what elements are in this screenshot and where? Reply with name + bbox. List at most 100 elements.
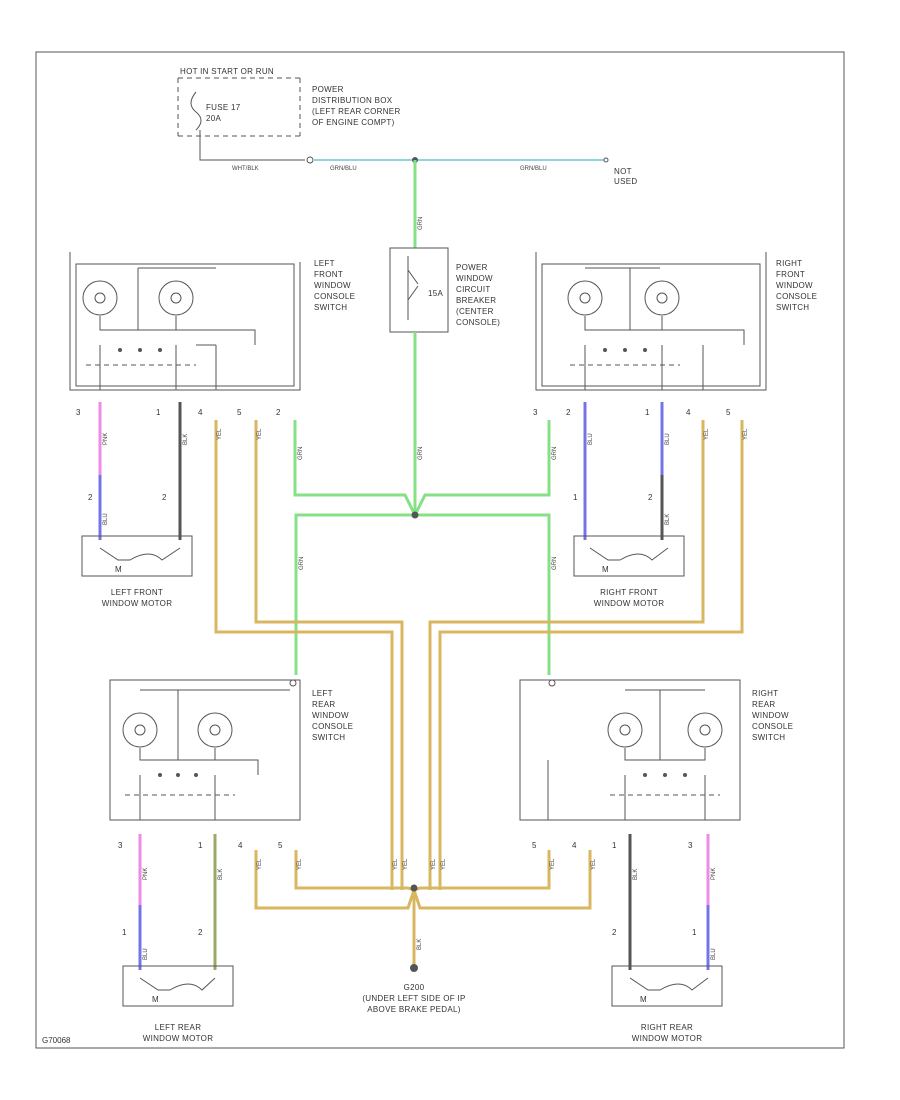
lf-pin-2: 2 xyxy=(276,408,281,417)
lf-pin-4: 4 xyxy=(198,408,203,417)
breaker-label-6: CONSOLE) xyxy=(456,318,500,327)
lf-pink-wire-label: PNK xyxy=(103,433,109,445)
rf-pin3-wire-label: GRN xyxy=(552,447,558,460)
lf-motor-pin-b: 2 xyxy=(162,493,167,502)
feed-wire-label-1: WHT/BLK xyxy=(232,166,259,172)
rr-motor-pin-a: 2 xyxy=(612,928,617,937)
rr-motor-label-2: WINDOW MOTOR xyxy=(632,1034,703,1043)
rf-switch-label-1: RIGHT xyxy=(776,259,802,268)
rf-switch-label-2: FRONT xyxy=(776,270,805,279)
lr-switch-label-5: SWITCH xyxy=(312,733,345,742)
rf-motor-label-2: WINDOW MOTOR xyxy=(594,599,665,608)
lf-motor-tag: M xyxy=(115,565,122,574)
rr-switch-label-3: WINDOW xyxy=(752,711,789,720)
breaker-label-2: WINDOW xyxy=(456,274,493,283)
rr-motor-pin-b: 1 xyxy=(692,928,697,937)
ground-label-2: (UNDER LEFT SIDE OF IP xyxy=(362,994,465,1003)
lr-switch-label-2: REAR xyxy=(312,700,335,709)
ground-label-3: ABOVE BRAKE PEDAL) xyxy=(367,1005,460,1014)
rf-pin-1: 1 xyxy=(645,408,650,417)
rf-motor-pin-a: 1 xyxy=(573,493,578,502)
bus-wire-label-1: YEL xyxy=(393,858,399,870)
rf-window-motor: M RIGHT FRONT WINDOW MOTOR xyxy=(573,535,685,608)
rf-pin4-wire-label: YEL xyxy=(704,428,710,440)
rf-switch-label-5: SWITCH xyxy=(776,303,809,312)
lr-motor-label-1: LEFT REAR xyxy=(155,1023,202,1032)
breaker-label-3: CIRCUIT xyxy=(456,285,491,294)
lr-motor-pin-b: 2 xyxy=(198,928,203,937)
lf-blue-wire-label: BLU xyxy=(103,513,109,525)
rf-motor-label-1: RIGHT FRONT xyxy=(600,588,658,597)
lr-pink-wire-label: PNK xyxy=(143,868,149,880)
pdb-label-1: POWER xyxy=(312,85,344,94)
rr-pink-wire-label: PNK xyxy=(711,868,717,880)
breaker-feed-wire-label: GRN xyxy=(418,217,424,230)
feed-wire: WHT/BLK GRN/BLU GRN/BLU NOT USED xyxy=(199,130,637,186)
bus-wire-label-4: YEL xyxy=(441,858,447,870)
rr-pin-1: 1 xyxy=(612,841,617,850)
rf-motor-tag: M xyxy=(602,565,609,574)
lf-switch-label-4: CONSOLE xyxy=(314,292,355,301)
fuse-hot-label: HOT IN START OR RUN xyxy=(180,67,274,76)
breaker-out-wire-label: GRN xyxy=(418,447,424,460)
lr-pin-3: 3 xyxy=(118,841,123,850)
rr-switch-label-1: RIGHT xyxy=(752,689,778,698)
rf-pin5-wire-label: YEL xyxy=(743,428,749,440)
lf-switch-label-3: WINDOW xyxy=(314,281,351,290)
lf-pin5-wire-label: YEL xyxy=(257,428,263,440)
rr-pin-5: 5 xyxy=(532,841,537,850)
lf-pin2-wire-label: GRN xyxy=(298,447,304,460)
lf-switch-label-1: LEFT xyxy=(314,259,335,268)
rr-switch-label-4: CONSOLE xyxy=(752,722,793,731)
lr-motor-tag: M xyxy=(152,995,159,1004)
rr-window-motor: M RIGHT REAR WINDOW MOTOR xyxy=(611,965,723,1043)
pdb-label-4: OF ENGINE COMPT) xyxy=(312,118,395,127)
rf-motor-pin-b: 2 xyxy=(648,493,653,502)
yellow-wires xyxy=(214,420,744,968)
lr-motor-pin-a: 1 xyxy=(122,928,127,937)
rf-console-switch: RIGHT FRONT WINDOW CONSOLE SWITCH 2 1 4 … xyxy=(533,252,817,417)
rr-motor-tag: M xyxy=(640,995,647,1004)
feed-wire-label-2: GRN/BLU xyxy=(330,166,357,172)
rr-switch-label-2: REAR xyxy=(752,700,775,709)
breaker-rating: 15A xyxy=(428,289,443,298)
lr-switch-label-4: CONSOLE xyxy=(312,722,353,731)
rr-switch-label-5: SWITCH xyxy=(752,733,785,742)
not-used-label-1: NOT xyxy=(614,167,632,176)
lf-pin-3: 3 xyxy=(76,408,81,417)
lf-console-switch: LEFT FRONT WINDOW CONSOLE SWITCH 3 1 4 5… xyxy=(69,252,355,417)
pdb-label-2: DISTRIBUTION BOX xyxy=(312,96,393,105)
lf-black-wire-label: BLK xyxy=(183,434,189,445)
rr-black-wire-label: BLK xyxy=(633,869,639,880)
lr-pin-1: 1 xyxy=(198,841,203,850)
rr-pin-3: 3 xyxy=(688,841,693,850)
rr-pin-4: 4 xyxy=(572,841,577,850)
ground-label-1: G200 xyxy=(404,983,425,992)
ground-point xyxy=(410,964,418,972)
lr-switch-label-1: LEFT xyxy=(312,689,333,698)
rf-pin-2: 2 xyxy=(566,408,571,417)
lr-pin4-wire-label: YEL xyxy=(257,858,263,870)
rf-pin-5: 5 xyxy=(726,408,731,417)
ground-splice xyxy=(410,884,418,892)
lf-switch-label-5: SWITCH xyxy=(314,303,347,312)
breaker-label-1: POWER xyxy=(456,263,488,272)
rf-blue-wire-2-label: BLU xyxy=(665,433,671,445)
fuse-name: FUSE 17 xyxy=(206,103,241,112)
lr-motor-label-2: WINDOW MOTOR xyxy=(143,1034,214,1043)
rr-pin4-wire-label: YEL xyxy=(591,858,597,870)
rr-blue-wire-label: BLU xyxy=(711,948,717,960)
lr-console-switch: LEFT REAR WINDOW CONSOLE SWITCH 3 1 4 5 xyxy=(109,679,353,850)
green-splice xyxy=(411,511,419,519)
rf-switch-label-4: CONSOLE xyxy=(776,292,817,301)
breaker-label-4: BREAKER xyxy=(456,296,496,305)
diagram-code: G70068 xyxy=(42,1036,71,1045)
not-used-label-2: USED xyxy=(614,177,637,186)
rr-console-switch: RIGHT REAR WINDOW CONSOLE SWITCH 5 4 1 3 xyxy=(519,679,793,850)
green-wires xyxy=(293,332,551,675)
bus-wire-label-3: YEL xyxy=(431,858,437,870)
ground-wire-label: BLK xyxy=(417,939,423,950)
lf-motor-label-2: WINDOW MOTOR xyxy=(102,599,173,608)
rf-pin-4: 4 xyxy=(686,408,691,417)
lr-pin-5: 5 xyxy=(278,841,283,850)
